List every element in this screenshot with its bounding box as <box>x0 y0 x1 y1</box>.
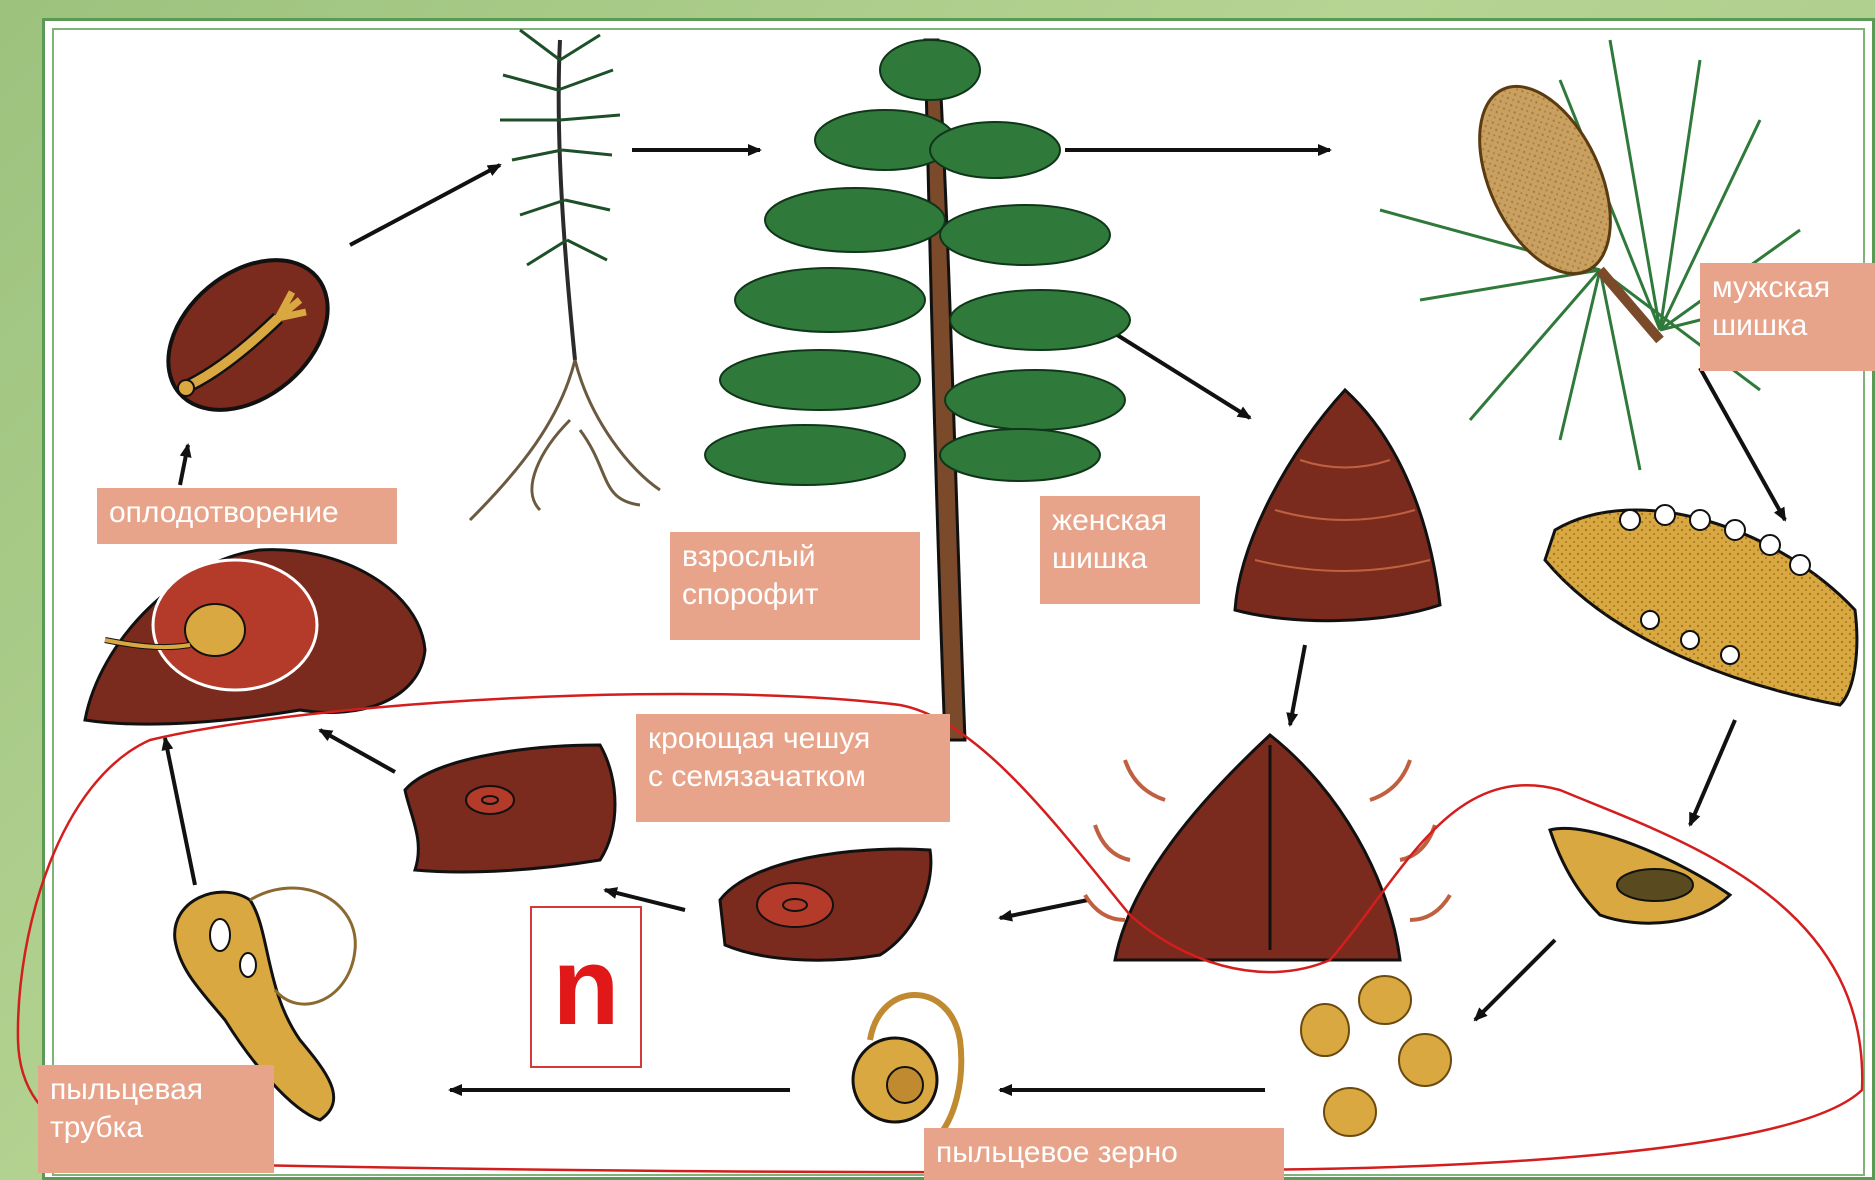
arrow-strobilus-to-sporangium <box>1690 720 1735 825</box>
arrow-seed-to-seedling <box>350 165 500 245</box>
female-cone-drawing <box>1235 390 1440 621</box>
label-pollen-tube: пыльцевая трубка <box>38 1065 274 1173</box>
label-covering-scale-line-2: с семязачатком <box>648 758 938 796</box>
scale-with-ovule-drawing <box>405 745 615 872</box>
microsporangium-drawing <box>1550 828 1730 923</box>
ploidy-marker-text: n <box>552 932 619 1042</box>
label-fertilization-text: оплодотворение <box>109 496 339 529</box>
label-male-cone-line-2: шишка <box>1712 307 1863 345</box>
open-female-cone-drawing <box>1085 735 1450 960</box>
ovule-scale-drawing <box>720 849 931 960</box>
label-adult-sporophyte: взрослый спорофит <box>670 532 920 640</box>
germinating-pollen-drawing <box>853 995 961 1140</box>
label-fertilization: оплодотворение <box>97 488 397 544</box>
arrow-tube-to-fertilization <box>165 738 195 885</box>
label-adult-sporophyte-line-2: спорофит <box>682 576 908 614</box>
fertilization-drawing <box>85 550 425 725</box>
arrow-scale-to-fertilization <box>320 730 395 772</box>
label-covering-scale-line-1: кроющая чешуя <box>648 720 938 758</box>
pollen-grains-drawing <box>1301 976 1451 1136</box>
arrow-male-cone-to-strobilus <box>1700 368 1785 520</box>
label-female-cone: женская шишка <box>1040 496 1200 604</box>
arrow-fertilization-to-seed <box>180 445 188 485</box>
seed-drawing <box>139 230 357 441</box>
label-female-cone-line-2: шишка <box>1052 540 1188 578</box>
seedling-drawing <box>470 30 660 520</box>
label-adult-sporophyte-line-1: взрослый <box>682 538 908 576</box>
label-pollen-grain: пыльцевое зерно <box>924 1128 1284 1180</box>
label-pollen-tube-line-2: трубка <box>50 1109 262 1147</box>
arrow-female-cone-to-open <box>1290 645 1305 725</box>
label-pollen-grain-text: пыльцевое зерно <box>936 1136 1178 1169</box>
arrow-open-cone-to-ovule <box>1000 900 1088 918</box>
label-covering-scale: кроющая чешуя с семязачатком <box>636 714 950 822</box>
label-pollen-tube-line-1: пыльцевая <box>50 1071 262 1109</box>
arrow-sporangium-to-pollen <box>1475 940 1555 1020</box>
male-cone-drawing <box>1380 40 1800 470</box>
label-male-cone: мужская шишка <box>1700 263 1875 371</box>
label-female-cone-line-1: женская <box>1052 502 1188 540</box>
male-strobilus-drawing <box>1545 505 1857 705</box>
ploidy-marker: n <box>530 906 642 1068</box>
label-male-cone-line-1: мужская <box>1712 269 1863 307</box>
